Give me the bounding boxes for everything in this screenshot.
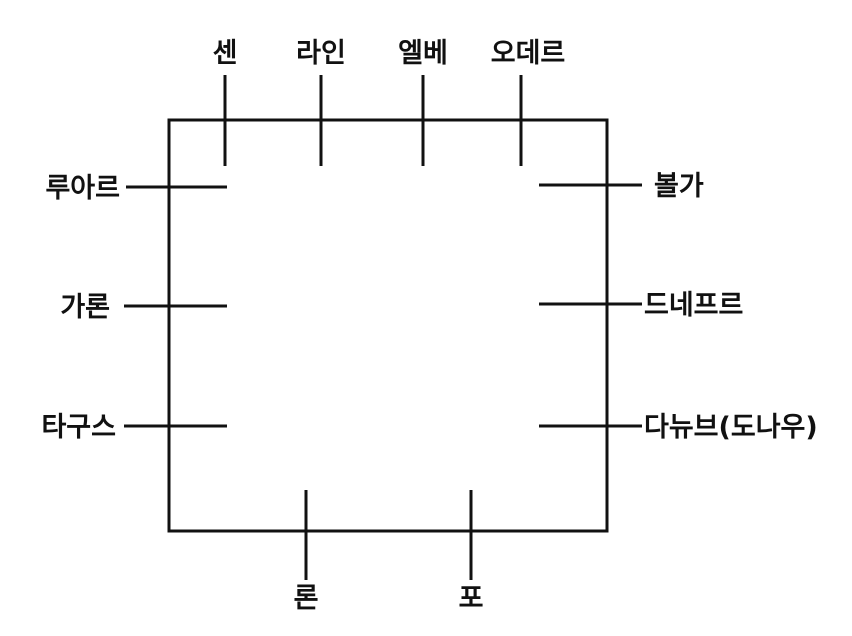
river-label-seine: 센 [213,38,238,69]
river-label-rhone: 론 [294,583,319,614]
river-label-rhine: 라인 [296,38,346,69]
river-label-garonne: 가론 [60,292,110,323]
river-label-po: 포 [459,583,484,614]
river-label-tagus: 타구스 [41,412,116,443]
frame-box [167,118,609,533]
river-label-danube: 다뉴브(도나우) [644,412,818,443]
river-label-loire: 루아르 [45,173,120,204]
river-label-oder: 오데르 [491,38,566,69]
river-label-dnieper: 드네프르 [644,290,743,321]
river-label-volga: 볼가 [654,171,704,202]
river-label-elbe: 엘베 [398,38,448,69]
